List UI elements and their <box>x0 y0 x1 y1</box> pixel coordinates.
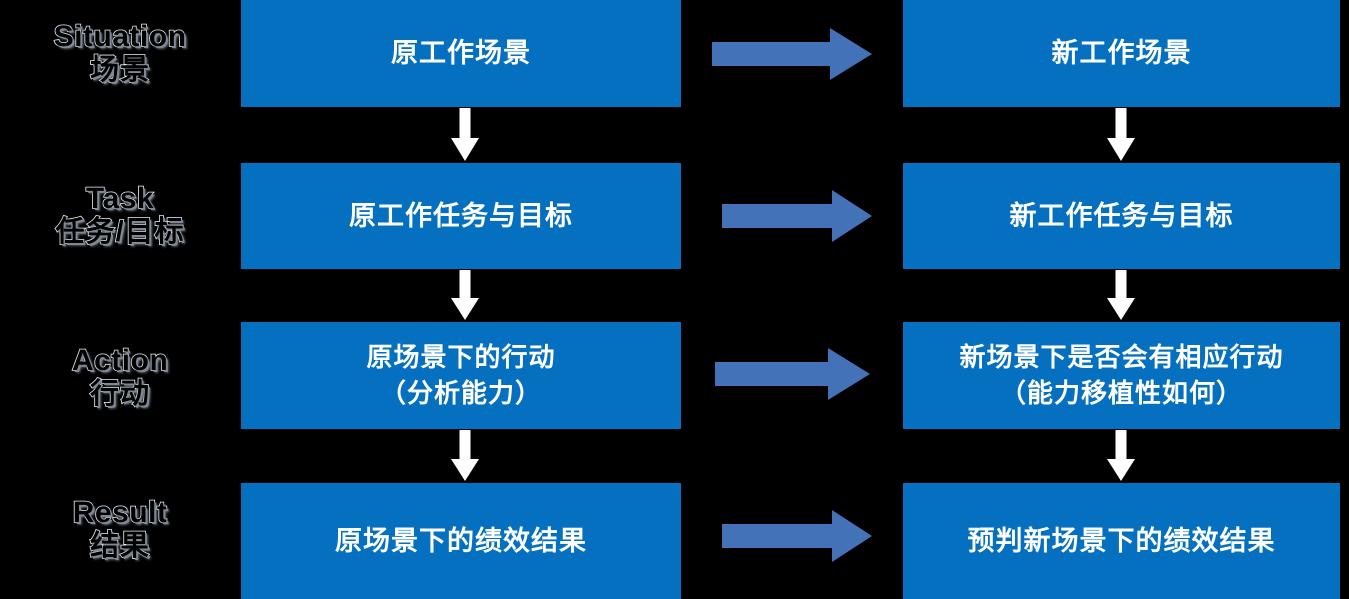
box-original-result[interactable]: 原场景下的绩效结果 <box>241 483 681 599</box>
right-arrow-icon <box>722 190 872 242</box>
row-label-en: Situation <box>53 19 187 54</box>
down-arrow-icon <box>448 270 482 322</box>
row-label-zh: 任务/目标 <box>55 215 185 249</box>
down-arrow-icon <box>448 430 482 483</box>
box-text-line: （能力移植性如何） <box>999 377 1243 408</box>
row-label-en: Task <box>85 181 155 216</box>
box-text-line: 新工作任务与目标 <box>1009 200 1234 231</box>
row-label-zh: 结果 <box>89 529 150 563</box>
row-label-zh: 场景 <box>89 53 150 87</box>
box-new-action[interactable]: 新场景下是否会有相应行动 （能力移植性如何） <box>903 322 1340 429</box>
row-label-situation: Situation 场景 <box>0 19 240 87</box>
down-arrow-icon <box>448 108 482 163</box>
box-original-situation[interactable]: 原工作场景 <box>241 0 681 107</box>
down-arrow-icon <box>1104 108 1138 163</box>
right-arrow-icon <box>722 510 872 562</box>
box-text-line: 原工作任务与目标 <box>349 200 573 231</box>
box-text-line: （分析能力） <box>379 377 542 408</box>
box-text-line: 新场景下是否会有相应行动 <box>959 342 1284 373</box>
row-label-en: Action <box>71 343 169 378</box>
box-text-line: 新工作场景 <box>1051 38 1192 69</box>
box-text-line: 原场景下的行动 <box>366 342 556 373</box>
box-new-situation[interactable]: 新工作场景 <box>903 0 1340 107</box>
box-original-task[interactable]: 原工作任务与目标 <box>241 163 681 269</box>
down-arrow-icon <box>1104 430 1138 483</box>
down-arrow-icon <box>1104 270 1138 322</box>
right-arrow-icon <box>712 28 872 80</box>
right-arrow-icon <box>715 348 870 400</box>
row-label-task: Task 任务/目标 <box>0 181 240 249</box>
box-text-line: 原场景下的绩效结果 <box>335 525 587 556</box>
box-text-line: 预判新场景下的绩效结果 <box>967 525 1276 556</box>
box-new-result[interactable]: 预判新场景下的绩效结果 <box>903 483 1340 599</box>
box-new-task[interactable]: 新工作任务与目标 <box>903 163 1340 269</box>
row-label-action: Action 行动 <box>0 343 240 411</box>
row-label-zh: 行动 <box>89 377 150 411</box>
row-label-result: Result 结果 <box>0 495 240 563</box>
box-text-line: 原工作场景 <box>391 38 531 69</box>
box-original-action[interactable]: 原场景下的行动 （分析能力） <box>241 322 681 429</box>
row-label-en: Result <box>72 495 168 530</box>
